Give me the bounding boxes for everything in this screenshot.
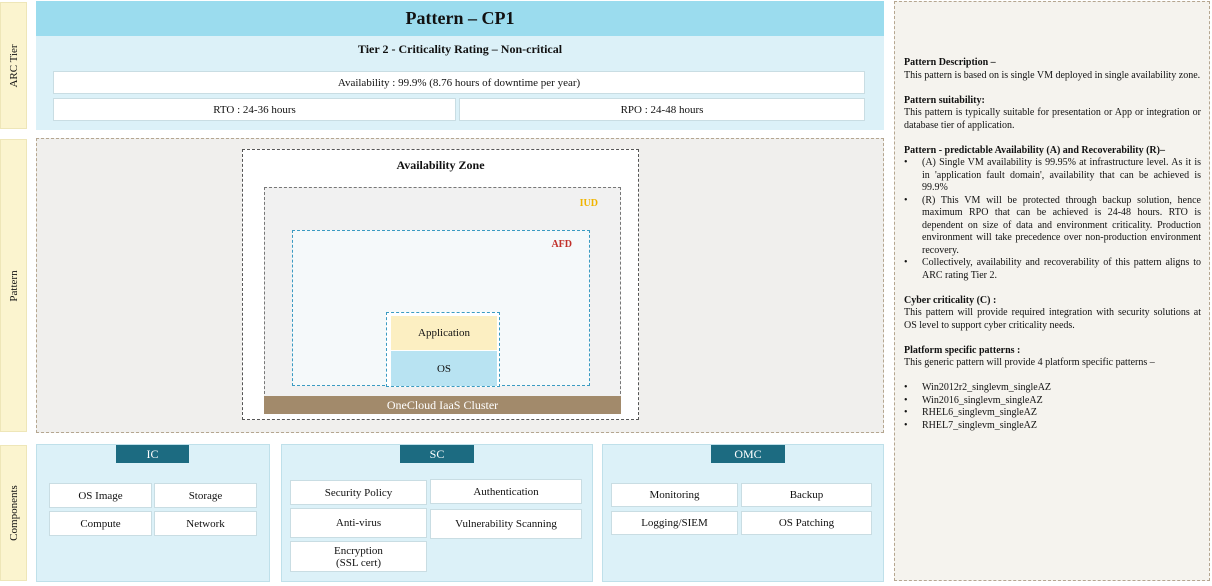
omc-panel: OMC Monitoring Backup Logging/SIEM OS Pa… (602, 444, 884, 582)
application-layer: Application (391, 316, 497, 350)
cyber-text: This pattern will provide required integ… (904, 307, 1201, 331)
availability-zone-label: Availability Zone (396, 158, 485, 172)
components-label: Components (0, 445, 27, 581)
cyber-section: Cyber criticality (C) : This pattern wil… (904, 295, 1201, 333)
platform-bullet: RHEL6_singlevm_singleAZ (904, 407, 1201, 420)
availability-bullet: (R) This VM will be protected through ba… (904, 195, 1201, 258)
platform-bullet: RHEL7_singlevm_singleAZ (904, 420, 1201, 433)
vm-box: Application OS (386, 312, 500, 387)
ic-network: Network (154, 511, 257, 536)
description-panel: Pattern Description – This pattern is ba… (894, 1, 1210, 581)
sc-panel: SC Security Policy Authentication Anti-v… (281, 444, 593, 582)
platform-bullet: Win2012r2_singlevm_singleAZ (904, 382, 1201, 395)
sc-security-policy: Security Policy (290, 480, 427, 505)
ic-storage: Storage (154, 483, 257, 508)
os-layer: OS (391, 351, 497, 386)
omc-os-patching: OS Patching (741, 511, 872, 535)
platform-title: Platform specific patterns : (904, 344, 1021, 356)
iud-label: IUD (579, 198, 598, 209)
omc-monitoring: Monitoring (611, 483, 738, 507)
platform-text: This generic pattern will provide 4 plat… (904, 357, 1155, 368)
afd-box: AFD Application OS (292, 230, 590, 387)
omc-backup: Backup (741, 483, 872, 507)
availability-title: Pattern - predictable Availability (A) a… (904, 144, 1165, 156)
platform-section: Platform specific patterns : This generi… (904, 345, 1201, 433)
rpo-box: RPO : 24-48 hours (459, 98, 865, 121)
sc-encryption: Encryption (SSL cert) (290, 541, 427, 572)
ic-panel: IC OS Image Storage Compute Network (36, 444, 270, 582)
availability-bullet: (A) Single VM availability is 99.95% at … (904, 157, 1201, 195)
rto-box: RTO : 24-36 hours (53, 98, 456, 121)
sc-authentication: Authentication (430, 479, 582, 504)
sc-encryption-line2: (SSL cert) (335, 556, 382, 569)
pattern-label: Pattern (0, 139, 27, 432)
suitability-section: Pattern suitability: This pattern is typ… (904, 95, 1201, 133)
description-section: Pattern Description – This pattern is ba… (904, 57, 1201, 82)
suitability-text: This pattern is typically suitable for p… (904, 107, 1201, 131)
description-text: This pattern is based on is single VM de… (904, 69, 1201, 81)
sc-anti-virus: Anti-virus (290, 508, 427, 538)
platform-bullets: Win2012r2_singlevm_singleAZ Win2016_sing… (904, 382, 1201, 432)
afd-label: AFD (551, 239, 572, 250)
cyber-title: Cyber criticality (C) : (904, 294, 997, 306)
sc-vulnerability-scanning: Vulnerability Scanning (430, 509, 582, 539)
availability-bullets: (A) Single VM availability is 99.95% at … (904, 157, 1201, 282)
platform-bullet: Win2016_singlevm_singleAZ (904, 395, 1201, 408)
suitability-title: Pattern suitability: (904, 94, 985, 106)
availability-bullet: Collectively, availability and recoverab… (904, 257, 1201, 282)
availability-box: Availability : 99.9% (8.76 hours of down… (53, 71, 865, 94)
omc-header: OMC (711, 445, 785, 463)
iud-box: IUD AFD Application OS (264, 187, 621, 404)
arc-tier-label: ARC Tier (0, 2, 27, 129)
arc-tier-panel: Tier 2 - Criticality Rating – Non-critic… (36, 36, 884, 130)
onecloud-cluster-bar: OneCloud IaaS Cluster (264, 396, 621, 414)
sc-header: SC (400, 445, 474, 463)
description-title: Pattern Description – (904, 57, 996, 68)
tier-rating: Tier 2 - Criticality Rating – Non-critic… (357, 42, 563, 56)
pattern-title: Pattern – CP1 (36, 1, 884, 36)
pattern-diagram: Availability Zone IUD AFD Application OS… (36, 138, 884, 433)
ic-compute: Compute (49, 511, 152, 536)
availability-zone: Availability Zone IUD AFD Application OS… (242, 149, 639, 420)
sc-encryption-line1: Encryption (334, 544, 383, 557)
ic-header: IC (116, 445, 189, 463)
availability-section: Pattern - predictable Availability (A) a… (904, 145, 1201, 283)
ic-os-image: OS Image (49, 483, 152, 508)
omc-logging-siem: Logging/SIEM (611, 511, 738, 535)
